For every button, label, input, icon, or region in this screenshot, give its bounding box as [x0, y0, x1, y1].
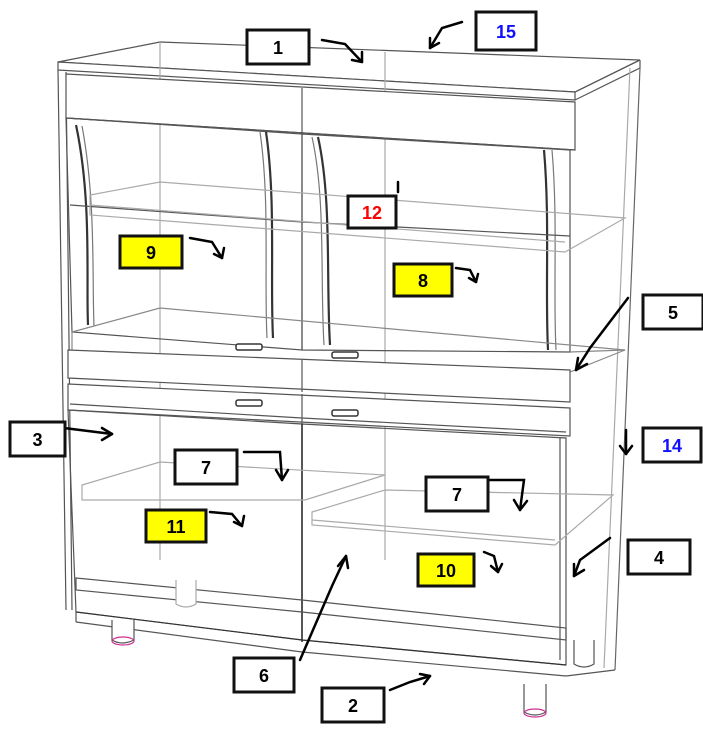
- label-box: [641, 293, 703, 331]
- label-box: [245, 28, 311, 66]
- label-box: [392, 262, 454, 298]
- arrow-1: [320, 38, 364, 64]
- label-6: 6: [232, 656, 296, 694]
- label-text: 10: [436, 561, 456, 581]
- label-box: [144, 508, 208, 544]
- drawer-handles: [235, 343, 359, 417]
- arrow-2: [388, 674, 432, 692]
- label-box: [416, 552, 476, 588]
- label-text: 12: [362, 203, 382, 223]
- label-9: 9: [118, 234, 184, 270]
- label-10: 10: [416, 552, 476, 588]
- label-text: 7: [452, 485, 462, 505]
- plinth: [75, 577, 567, 641]
- label-14: 14: [641, 426, 703, 464]
- arrow-9: [188, 236, 224, 260]
- arrow-10: [482, 550, 500, 574]
- arrows: [62, 20, 634, 692]
- glass-door-right: [301, 133, 571, 353]
- label-text: 9: [146, 243, 156, 263]
- label-text: 6: [259, 666, 269, 686]
- label-text: 5: [668, 303, 678, 323]
- label-text: 2: [348, 696, 358, 716]
- label-text: 14: [662, 436, 682, 456]
- label-box: [8, 420, 67, 458]
- label-text: 7: [201, 458, 211, 478]
- lower-shelf-right: [311, 489, 615, 546]
- label-text: 15: [496, 22, 516, 42]
- arrow-7a: [242, 450, 284, 482]
- label-box: [474, 10, 538, 52]
- label-box: [320, 686, 386, 724]
- label-3: 3: [8, 420, 67, 458]
- label-12: 12: [346, 194, 398, 230]
- label-7a: 7: [173, 448, 239, 486]
- label-text: 11: [166, 517, 185, 537]
- label-box: [346, 194, 398, 230]
- middle-shelf: [71, 307, 626, 373]
- label-5: 5: [641, 293, 703, 331]
- arrow-4: [572, 536, 612, 578]
- label-box: [173, 448, 239, 486]
- label-box: [232, 656, 296, 694]
- label-1: 1: [245, 28, 311, 66]
- arrow-6: [298, 554, 348, 662]
- drawer-row-2: [67, 383, 571, 437]
- label-text: 1: [273, 38, 283, 58]
- label-box: [424, 475, 490, 513]
- arrow-7b: [486, 478, 526, 512]
- arrow-3: [62, 426, 114, 436]
- label-text: 4: [654, 548, 664, 568]
- label-2: 2: [320, 686, 386, 724]
- feet: [111, 580, 595, 718]
- glass-shelf: [89, 181, 628, 253]
- label-7b: 7: [424, 475, 490, 513]
- label-15: 15: [474, 10, 538, 52]
- arrow-11: [208, 510, 244, 528]
- arrow-5: [574, 296, 630, 372]
- label-text: 3: [32, 430, 42, 450]
- glass-door-left: [65, 117, 303, 351]
- cabinet-body: [57, 41, 641, 718]
- arrow-8: [454, 266, 478, 284]
- drawer-row-1: [67, 349, 571, 403]
- label-box: [626, 538, 692, 576]
- label-11: 11: [144, 508, 208, 544]
- label-4: 4: [626, 538, 692, 576]
- label-box: [118, 234, 184, 270]
- label-text: 8: [418, 271, 428, 291]
- label-box: [641, 426, 703, 464]
- lower-door-right: [301, 417, 567, 666]
- label-8: 8: [392, 262, 454, 298]
- lower-shelf-left: [81, 461, 386, 501]
- arrow-15: [428, 20, 464, 50]
